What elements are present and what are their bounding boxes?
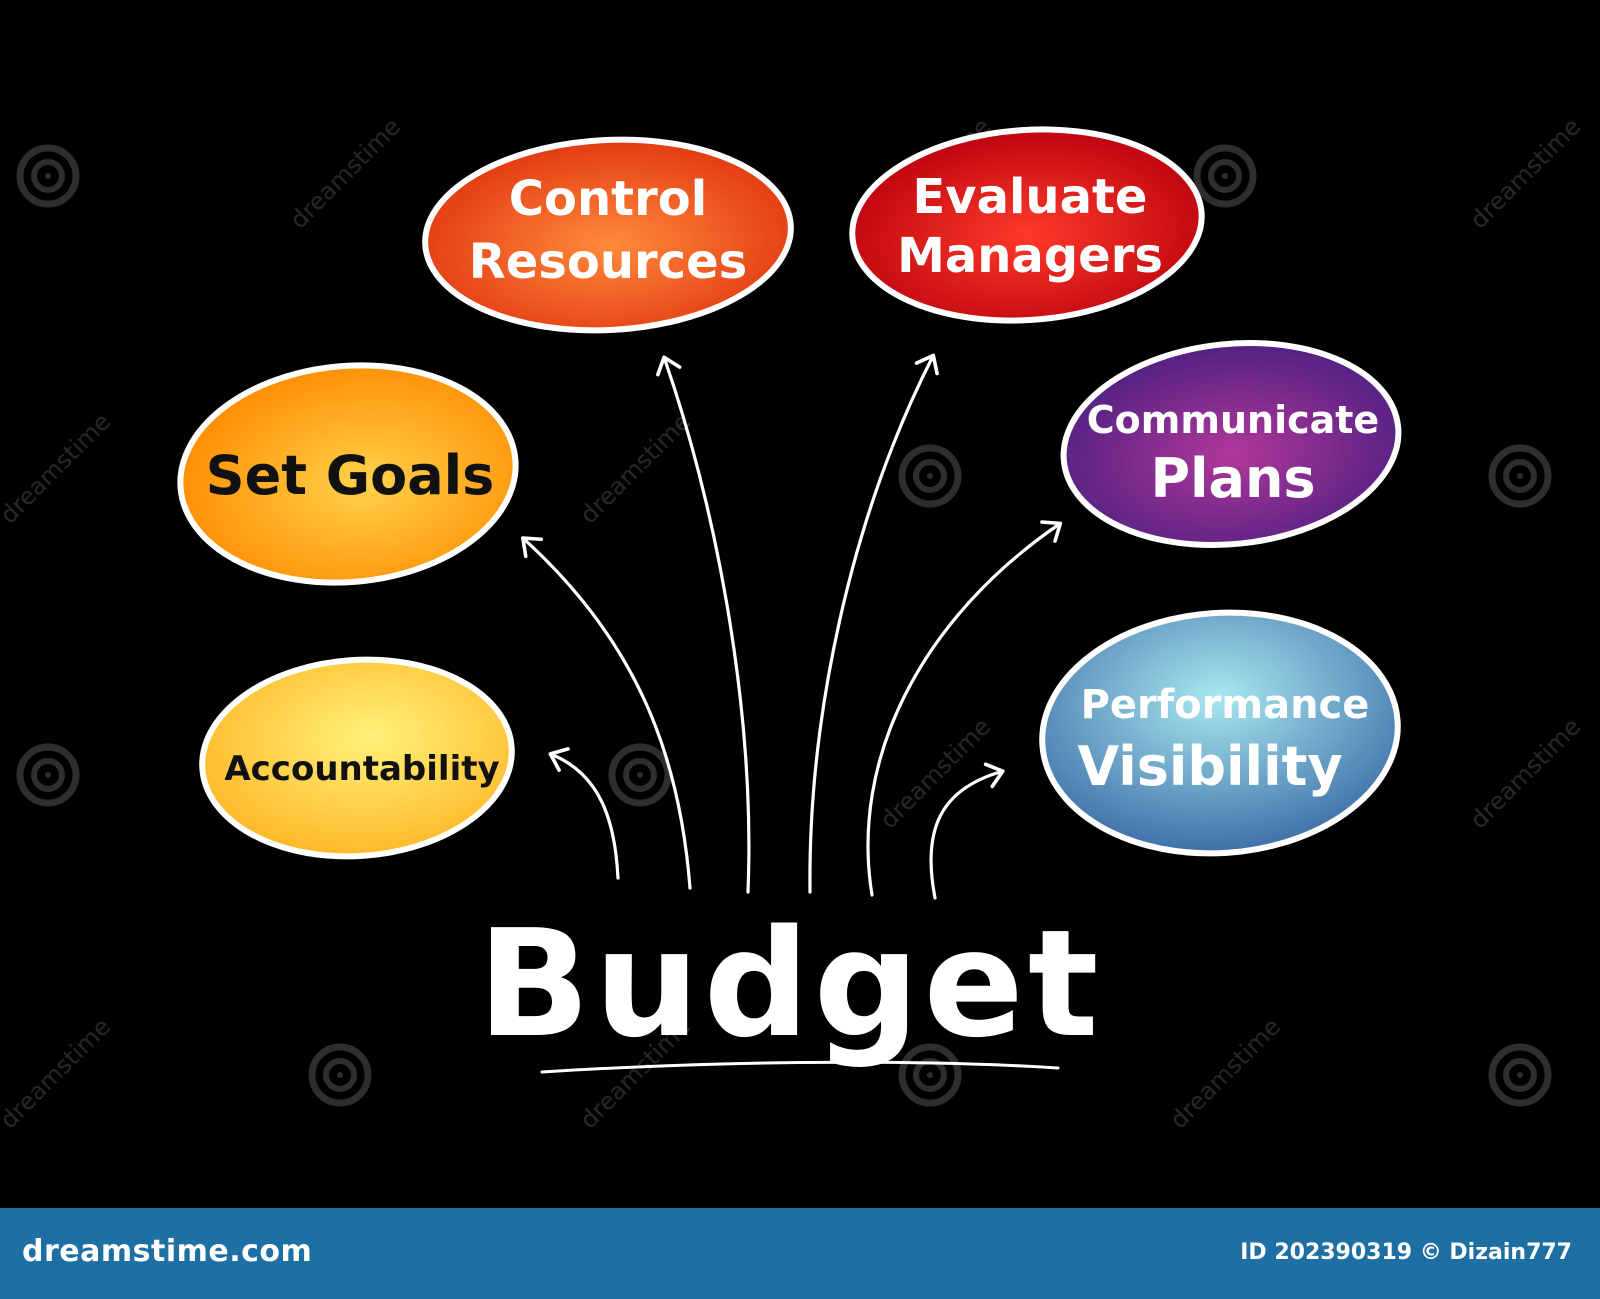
footer-image-id: ID 202390319 © Dizain777 bbox=[1240, 1240, 1572, 1265]
watermark-text: dreamstime bbox=[874, 713, 996, 835]
watermark-spiral-icon bbox=[1488, 1043, 1552, 1107]
arrow-to-set-goals bbox=[521, 536, 692, 890]
node-communicate-plans: Communicate Plans bbox=[1060, 340, 1402, 548]
arrow-to-accountability bbox=[548, 747, 620, 880]
node-label-line1: Accountability bbox=[224, 749, 499, 789]
node-label-line2: Plans bbox=[1150, 447, 1315, 510]
watermark-text: dreamstime bbox=[0, 1013, 116, 1135]
node-performance-visibility: Performance Visibility bbox=[1039, 609, 1401, 857]
watermark-spiral-icon bbox=[1488, 444, 1552, 508]
watermark-text: dreamstime bbox=[284, 113, 406, 235]
arrow-to-evaluate-managers bbox=[808, 353, 939, 894]
watermark-spiral-icon bbox=[898, 1043, 962, 1107]
footer-bar: dreamstime.com ID 202390319 © Dizain777 bbox=[0, 1208, 1600, 1299]
watermark-spiral-icon bbox=[1193, 144, 1257, 208]
node-label-line2: Managers bbox=[897, 228, 1163, 284]
node-control-resources: Control Resources bbox=[422, 136, 794, 334]
arrow-to-communicate-plans bbox=[866, 520, 1063, 897]
node-ellipse bbox=[849, 126, 1205, 324]
watermark-text: dreamstime bbox=[1164, 1013, 1286, 1135]
footer-brand[interactable]: dreamstime.com bbox=[22, 1234, 313, 1269]
watermark-spiral-icon bbox=[608, 743, 672, 807]
node-set-goals: Set Goals bbox=[177, 362, 519, 586]
node-evaluate-managers: Evaluate Managers bbox=[849, 126, 1205, 324]
node-label-line1: Evaluate bbox=[913, 169, 1148, 225]
node-label-line1: Control bbox=[509, 171, 707, 227]
central-topic: Budget bbox=[477, 898, 1102, 1074]
watermark-text: dreamstime bbox=[1464, 713, 1586, 835]
node-label-line1: Set Goals bbox=[206, 444, 495, 507]
node-label-line1: Performance bbox=[1081, 682, 1370, 728]
node-ellipse bbox=[199, 656, 515, 860]
watermark-text: dreamstime bbox=[0, 408, 116, 530]
arrow-to-control-resources bbox=[656, 355, 751, 894]
node-label-line1: Communicate bbox=[1087, 398, 1379, 442]
node-label-line2: Visibility bbox=[1077, 735, 1342, 798]
watermark-spiral-icon bbox=[16, 144, 80, 208]
node-ellipse bbox=[177, 362, 519, 586]
node-ellipse bbox=[1039, 609, 1401, 857]
watermark-text: dreamstime bbox=[1464, 113, 1586, 235]
connector-arrows bbox=[521, 353, 1063, 900]
mind-map-svg: dreamstime dreamstime dreamstime dreamst… bbox=[0, 113, 1586, 1135]
node-ellipse bbox=[422, 136, 794, 334]
central-label: Budget bbox=[477, 898, 1102, 1070]
central-underline bbox=[540, 1060, 1060, 1074]
node-label-line2: Resources bbox=[469, 234, 747, 290]
watermark-text: dreamstime bbox=[574, 408, 696, 530]
watermark-spiral-icon bbox=[898, 444, 962, 508]
node-accountability: Accountability bbox=[199, 656, 515, 860]
watermark-spiral-icon bbox=[308, 1043, 372, 1107]
watermark-spiral-icon bbox=[16, 743, 80, 807]
arrow-to-performance-visibility bbox=[929, 762, 1005, 900]
node-ellipse bbox=[1060, 340, 1402, 548]
